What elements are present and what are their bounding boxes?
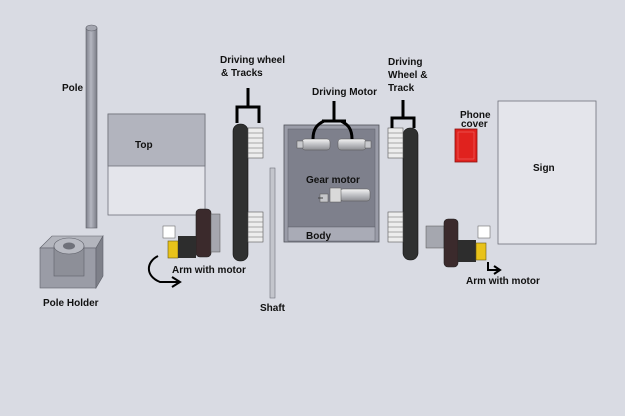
top-label: Top [135,140,153,151]
pole-label: Pole [62,83,84,94]
gear-motor-label: Gear motor [306,175,360,186]
left-rotation-arrow [147,255,178,283]
phone-cover-label-line2: cover [461,119,488,130]
driving-motor-bracket [311,101,354,140]
right-driving-wheel-label-line2: Wheel & [388,70,427,81]
sign-label: Sign [533,163,555,174]
right-rotation-arrow [487,262,498,271]
right-driving-wheel-label-line1: Driving [388,57,422,68]
top-part [107,113,206,216]
gear-motor [318,187,371,203]
left-driving-wheel-and-track [232,123,264,262]
left-driving-wheel-label-line1: Driving wheel [220,55,285,66]
shaft-label: Shaft [260,303,286,314]
left-arm-label: Arm with motor [172,265,246,276]
left-driving-wheel-label-line2: & Tracks [221,68,263,79]
right-arm-label: Arm with motor [466,276,540,287]
driving-motor-right [337,138,372,151]
driving-motor-left [296,138,331,151]
pole-holder-label: Pole Holder [43,298,99,309]
right-arm-with-motor [425,218,491,268]
shaft [269,167,276,299]
body-label: Body [306,231,331,242]
right-rotation-arrowhead [493,265,502,275]
pole [85,24,98,229]
right-driving-wheel-and-track [387,127,419,261]
pole-holder [39,234,104,290]
driving-motor-label: Driving Motor [312,87,377,98]
left-arm-with-motor [162,208,221,259]
phone-cover [454,128,478,163]
right-driving-wheel-label-line3: Track [388,83,415,94]
left-rotation-arrowhead [171,276,182,288]
right-wheel-bracket [390,100,416,128]
phone-cover-label-line1: Phone [460,110,491,121]
sign [497,100,597,245]
left-wheel-bracket [235,88,261,123]
